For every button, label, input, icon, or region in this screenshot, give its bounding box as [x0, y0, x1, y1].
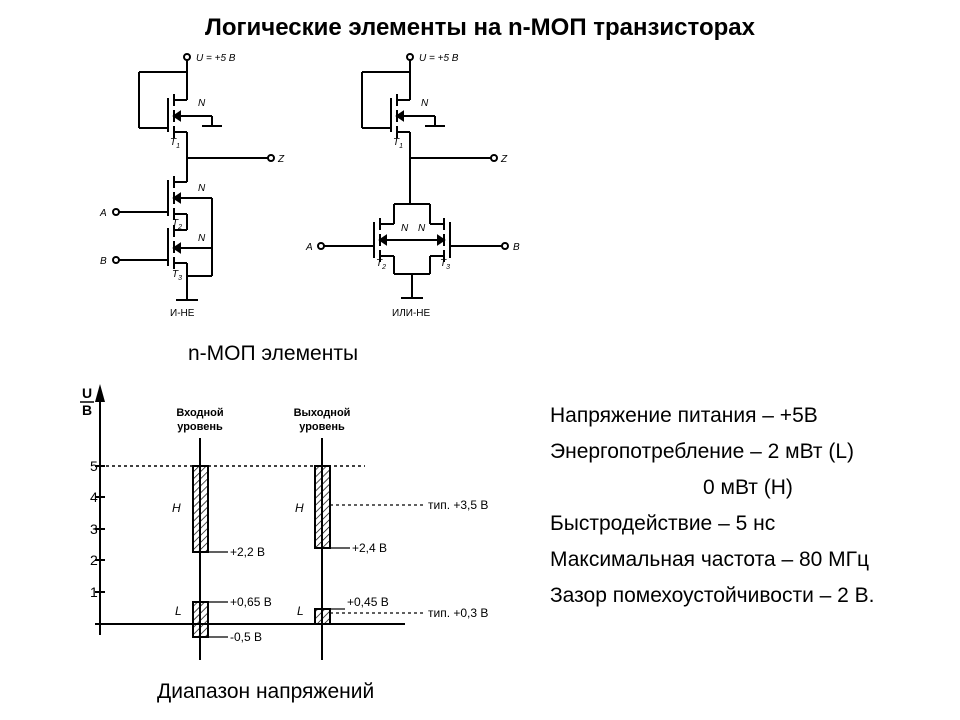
tick-3: 3 — [90, 521, 98, 537]
typical-low-value: тип. +0,3 В — [428, 606, 488, 620]
col-input-header-1: Входной — [176, 407, 223, 419]
y-axis-arrow — [95, 384, 105, 402]
nand-supply-label: U = +5 В — [196, 53, 236, 64]
input-l-label: L — [175, 604, 182, 618]
col-output-header-1: Выходной — [294, 407, 351, 419]
y-label-unit-num: U — [82, 385, 92, 401]
nand-input-b-label: B — [100, 256, 107, 267]
tick-5: 5 — [90, 458, 98, 474]
input-a-terminal — [112, 208, 120, 216]
output-high-value: +2,4 В — [352, 541, 387, 555]
input-low-top-value: +0,65 В — [230, 595, 272, 609]
nor-t3-channel: N — [418, 223, 426, 234]
property-supply: Напряжение питания – +5В — [550, 404, 818, 427]
input-low-bar — [192, 601, 209, 638]
col-output-header-2: уровень — [299, 421, 345, 433]
output-l-label: L — [297, 604, 304, 618]
tick-2: 2 — [90, 552, 98, 568]
chart-caption: Диапазон напряжений — [157, 680, 375, 703]
nor-input-a-terminal — [317, 242, 325, 250]
nor-t1-channel: N — [421, 98, 429, 109]
property-power-h: 0 мВт (H) — [703, 476, 793, 499]
voltage-chart: U В 5 4 3 2 1 Входной уровень Выходной у… — [80, 384, 488, 660]
input-low-bottom-value: -0,5 В — [230, 630, 262, 644]
output-z-terminal-2 — [490, 154, 498, 162]
input-high-value: +2,2 В — [230, 545, 265, 559]
nor-t1-label: T — [393, 137, 400, 148]
output-low-bar — [314, 608, 331, 625]
svg-text:T3: T3 — [440, 258, 450, 271]
property-noise-margin: Зазор помехоустойчивости – 2 В. — [550, 584, 875, 607]
typical-high-value: тип. +3,5 В — [428, 498, 488, 512]
supply-terminal — [183, 53, 191, 61]
col-input-header-2: уровень — [177, 421, 223, 433]
nor-circuit — [317, 53, 509, 299]
circuits-caption: n-МОП элементы — [188, 342, 359, 365]
property-power-l: Энергопотребление – 2 мВт (L) — [550, 440, 855, 463]
svg-text:T1: T1 — [393, 137, 403, 150]
nand-t3-channel: N — [198, 233, 206, 244]
nand-label: И-НЕ — [170, 308, 195, 319]
nand-circuit — [112, 53, 275, 301]
nor-output-label: Z — [500, 154, 508, 165]
nand-t1-channel: N — [198, 98, 206, 109]
input-high-bar — [192, 465, 209, 553]
nor-t3-label: T — [440, 258, 447, 269]
nand-input-a-label: A — [99, 208, 107, 219]
nor-labels: U = +5 В N T1 Z N N A B T2 T3 ИЛИ-НЕ — [305, 53, 520, 319]
tick-1: 1 — [90, 584, 98, 600]
nand-t3-label: T3 — [172, 269, 182, 282]
output-high-bar — [314, 465, 331, 549]
tick-4: 4 — [90, 489, 98, 505]
nand-output-label: Z — [277, 154, 285, 165]
nand-t1-label: T1 — [170, 137, 180, 150]
nor-input-a-label: A — [305, 242, 313, 253]
output-low-value: +0,45 В — [347, 595, 389, 609]
output-h-label: H — [295, 501, 304, 515]
input-b-terminal — [112, 256, 120, 264]
supply-terminal-2 — [406, 53, 414, 61]
property-frequency: Максимальная частота – 80 МГц — [550, 548, 870, 571]
nor-t2-channel: N — [401, 223, 409, 234]
page-title: Логические элементы на n-МОП транзистора… — [205, 14, 755, 41]
nand-t2-label: T2 — [172, 218, 182, 231]
nor-t2-label: T — [376, 258, 383, 269]
y-label-unit-den: В — [82, 402, 92, 418]
nor-supply-label: U = +5 В — [419, 53, 459, 64]
nor-input-b-terminal — [501, 242, 509, 250]
properties-list: Напряжение питания – +5В Энергопотреблен… — [550, 398, 875, 614]
nand-labels: U = +5 В N T1 Z N A T2 N B T3 И-НЕ — [99, 53, 285, 319]
input-h-label: H — [172, 501, 181, 515]
output-z-terminal — [267, 154, 275, 162]
nor-label: ИЛИ-НЕ — [392, 308, 430, 319]
svg-text:T2: T2 — [376, 258, 386, 271]
nor-input-b-label: B — [513, 242, 520, 253]
nand-t2-channel: N — [198, 183, 206, 194]
property-speed: Быстродействие – 5 нс — [550, 512, 776, 535]
svg-text:U = +5 В: U = +5 В — [419, 53, 459, 64]
